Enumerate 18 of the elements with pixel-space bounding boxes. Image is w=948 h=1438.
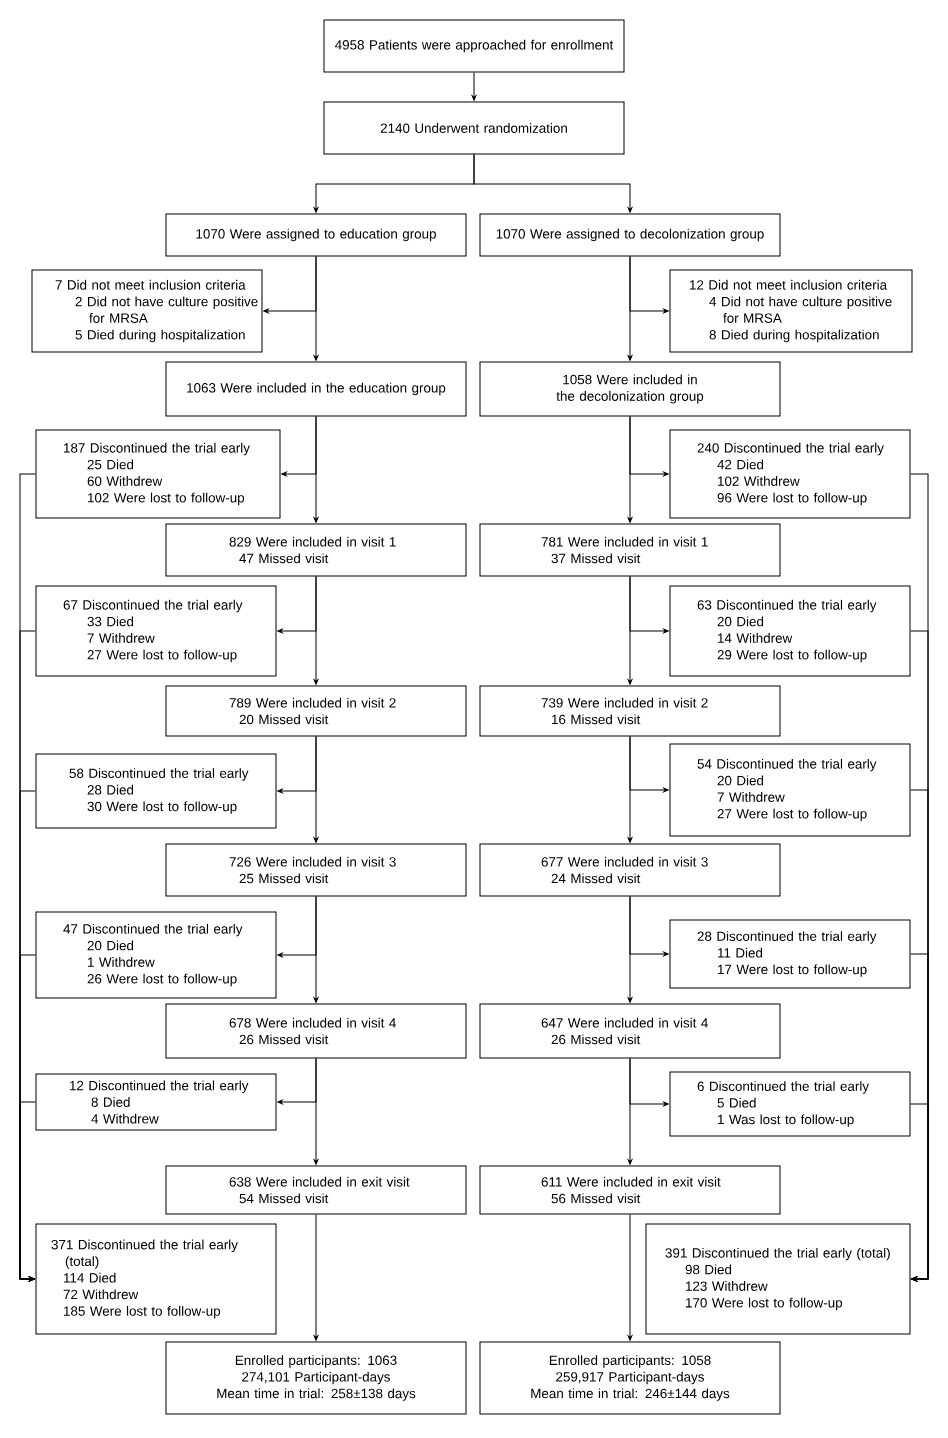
- arrow: [627, 416, 633, 523]
- arrow: [627, 896, 633, 1003]
- arrow: [627, 576, 633, 685]
- arrow: [627, 256, 633, 361]
- arrow: [910, 1103, 929, 1282]
- arrow: [19, 1101, 36, 1282]
- arrow: [313, 1214, 319, 1341]
- arrow: [313, 416, 319, 523]
- arrow: [627, 1058, 633, 1165]
- arrow: [313, 256, 319, 361]
- arrow: [313, 1058, 319, 1165]
- arrow: [313, 896, 319, 1003]
- arrow: [473, 154, 633, 213]
- arrow: [313, 736, 319, 843]
- arrow: [471, 72, 477, 101]
- arrow: [627, 1214, 633, 1341]
- arrow: [627, 736, 633, 843]
- arrow: [313, 576, 319, 685]
